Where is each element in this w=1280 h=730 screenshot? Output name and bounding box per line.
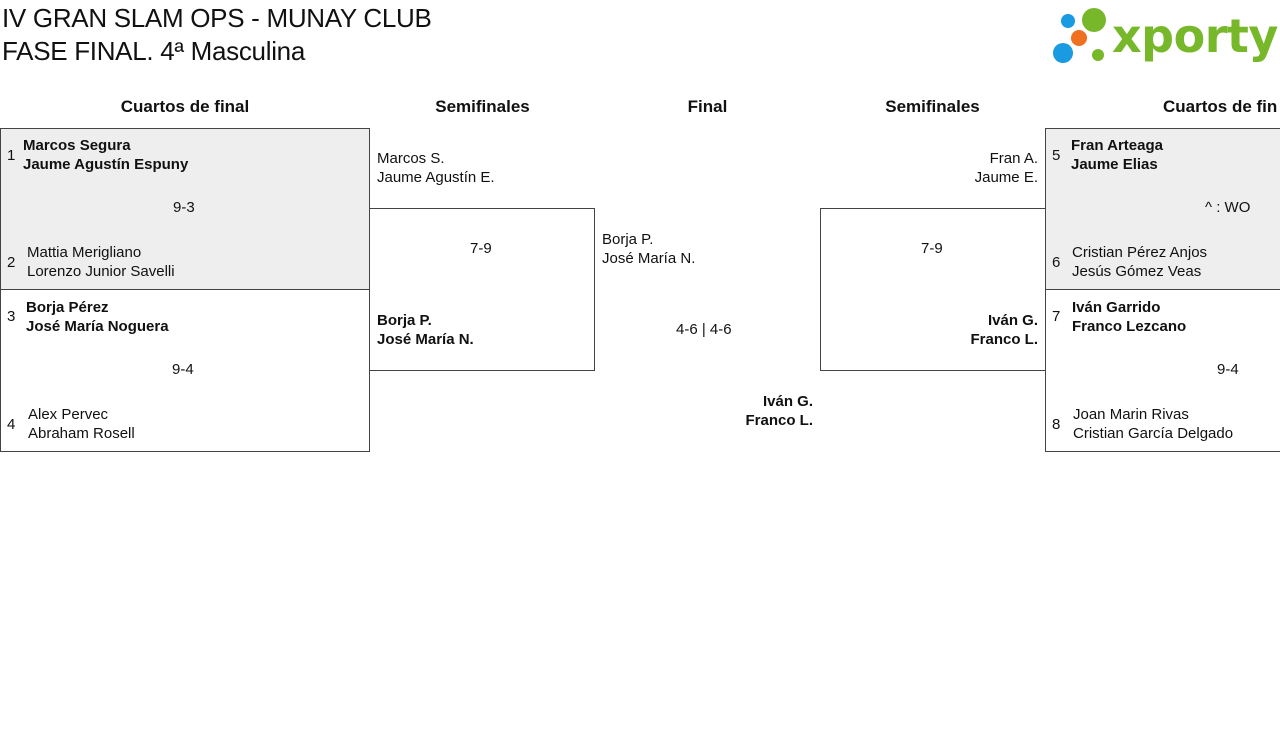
xporty-logo: xporty: [1050, 4, 1280, 68]
seed-number: 6: [1052, 254, 1061, 271]
bracket-line: [594, 208, 595, 371]
bracket-line: [820, 370, 1046, 371]
team-player: Marcos Segura: [23, 137, 131, 154]
round-header-left-semis: Semifinales: [435, 97, 530, 116]
team-player: Borja P.: [602, 231, 654, 248]
logo-dots-icon: [1053, 8, 1106, 63]
team-player: José María N.: [602, 250, 696, 267]
match-score: 4-6 | 4-6: [676, 321, 732, 338]
team-player: Jaume Agustín Espuny: [23, 156, 189, 173]
team-player: Borja Pérez: [26, 299, 109, 316]
team-player: Franco Lezcano: [1072, 318, 1187, 335]
match-score: 9-3: [173, 199, 195, 216]
bracket-line: [820, 208, 1046, 209]
team-player: Abraham Rosell: [28, 425, 135, 442]
seed-number: 7: [1052, 308, 1061, 325]
team-player: Mattia Merigliano: [27, 244, 142, 261]
team-player: José María N.: [377, 331, 474, 348]
seed-number: 3: [7, 308, 16, 325]
seed-number: 1: [7, 147, 16, 164]
right-quarter-match-2: [1045, 289, 1280, 452]
page-title: IV GRAN SLAM OPS - MUNAY CLUB: [2, 3, 432, 33]
team-player: Franco L.: [745, 412, 813, 429]
round-header-final: Final: [687, 97, 728, 116]
seed-number: 5: [1052, 147, 1061, 164]
match-score: 7-9: [470, 240, 492, 257]
seed-number: 8: [1052, 416, 1061, 433]
team-player: José María Noguera: [26, 318, 169, 335]
match-score: 7-9: [921, 240, 943, 257]
team-player: Iván Garrido: [1072, 299, 1161, 316]
bracket-line: [820, 208, 821, 371]
team-player: Cristian Pérez Anjos: [1072, 244, 1208, 261]
team-player: Jaume Agustín E.: [377, 169, 495, 186]
team-player: Alex Pervec: [28, 406, 109, 423]
bracket-line: [369, 208, 595, 209]
team-player: Jaume Elias: [1071, 156, 1158, 173]
team-player: Fran A.: [989, 150, 1038, 167]
match-score: 9-4: [172, 361, 194, 378]
logo-text: xporty: [1112, 9, 1278, 63]
left-quarter-match-1: [0, 128, 370, 290]
team-player: Jaume E.: [974, 169, 1038, 186]
match-score: 9-4: [1217, 361, 1239, 378]
bracket-line: [369, 370, 595, 371]
team-player: Marcos S.: [377, 150, 445, 167]
team-player: Cristian García Delgado: [1073, 425, 1234, 442]
team-player: Jesús Gómez Veas: [1072, 263, 1202, 280]
team-player: Fran Arteaga: [1071, 137, 1163, 154]
team-player: Iván G.: [987, 312, 1038, 329]
team-player: Franco L.: [970, 331, 1038, 348]
seed-number: 4: [7, 416, 16, 433]
team-player: Lorenzo Junior Savelli: [27, 263, 175, 280]
round-header-left-quarters: Cuartos de final: [120, 97, 250, 116]
team-player: Iván G.: [762, 393, 813, 410]
team-player: Borja P.: [377, 312, 432, 329]
match-score: ^ : WO: [1205, 199, 1251, 216]
seed-number: 2: [7, 254, 16, 271]
round-header-right-semis: Semifinales: [885, 97, 980, 116]
team-player: Joan Marin Rivas: [1073, 406, 1189, 423]
round-header-right-quarters: Cuartos de fin: [1163, 97, 1278, 116]
page-subtitle: FASE FINAL. 4ª Masculina: [2, 36, 305, 66]
